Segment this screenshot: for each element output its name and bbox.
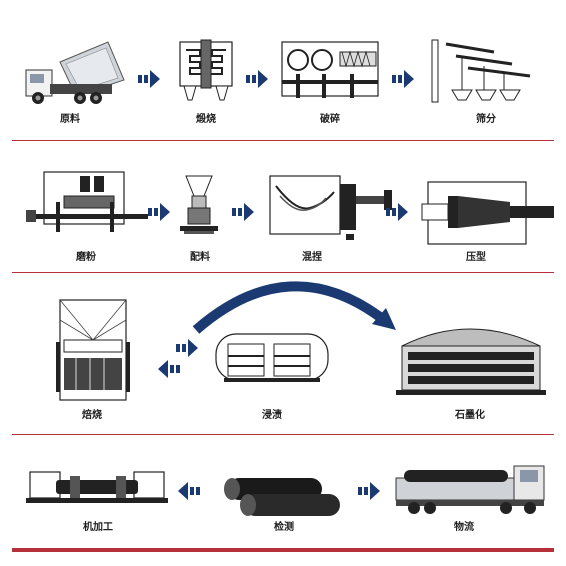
sieve-icon bbox=[431, 39, 531, 103]
delivery-truck-icon bbox=[395, 465, 545, 514]
curved-arrow-head-icon bbox=[372, 308, 396, 330]
step-label: 机加工 bbox=[83, 522, 113, 533]
step-label: 煅烧 bbox=[196, 114, 216, 125]
step-label: 物流 bbox=[454, 522, 474, 533]
arrow-right-icon bbox=[232, 203, 254, 221]
step-label: 混捏 bbox=[302, 252, 322, 263]
step-label: 检测 bbox=[274, 522, 294, 533]
arrow-right-icon bbox=[148, 203, 170, 221]
divider bbox=[12, 272, 554, 273]
step-label: 筛分 bbox=[476, 114, 496, 125]
arrow-right-icon bbox=[138, 70, 160, 88]
step-label: 配料 bbox=[190, 252, 210, 263]
step-label: 原料 bbox=[60, 114, 80, 125]
step-label: 浸渍 bbox=[262, 410, 282, 421]
bottom-bar bbox=[12, 548, 554, 552]
calciner-icon bbox=[179, 39, 233, 101]
baking-furnace-icon bbox=[56, 299, 130, 401]
impregnation-tank-icon bbox=[215, 333, 329, 382]
arrow-right-icon bbox=[392, 70, 414, 88]
step-label: 破碎 bbox=[320, 114, 340, 125]
kneader-icon bbox=[269, 175, 392, 240]
graphite-electrodes-icon bbox=[224, 478, 340, 516]
step-label: 磨粉 bbox=[76, 252, 96, 263]
step-label: 石墨化 bbox=[455, 410, 485, 421]
step-label: 压型 bbox=[466, 252, 486, 263]
graphitization-furnace-icon bbox=[396, 328, 546, 395]
step-label: 焙烧 bbox=[82, 410, 102, 421]
dump-truck-icon bbox=[25, 41, 125, 104]
press-icon bbox=[421, 181, 554, 245]
arrow-right-icon bbox=[246, 70, 268, 88]
lathe-icon bbox=[26, 471, 168, 503]
arrow-left-icon bbox=[158, 360, 180, 378]
mill-icon bbox=[26, 171, 148, 232]
batching-icon bbox=[180, 175, 218, 234]
curved-arrow-icon bbox=[192, 281, 388, 334]
crusher-icon bbox=[281, 41, 379, 98]
arrow-left-icon bbox=[178, 482, 200, 500]
arrow-right-icon bbox=[386, 203, 408, 221]
divider bbox=[12, 434, 554, 435]
arrow-right-icon bbox=[358, 482, 380, 500]
divider bbox=[12, 140, 554, 141]
arrow-right-icon bbox=[176, 339, 198, 357]
